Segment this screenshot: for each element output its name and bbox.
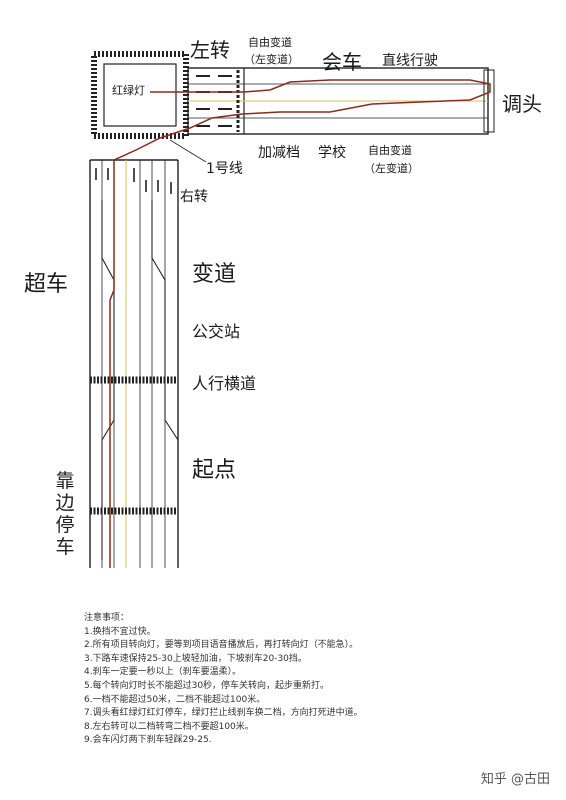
add-subtract-gear-label: 加减档 bbox=[258, 145, 300, 161]
note-item: 9.会车闪灯两下刹车轻踩29-25. bbox=[84, 735, 212, 746]
overtake-label: 超车 bbox=[24, 272, 69, 297]
bus-stop-label: 公交站 bbox=[192, 322, 241, 341]
traffic-light-label: 红绿灯 bbox=[112, 84, 145, 97]
note-item: 4.刹车一定要一秒以上（刹车要温柔）。 bbox=[84, 667, 242, 678]
traffic-light-block bbox=[91, 51, 189, 139]
notes-title: 注意事项： bbox=[84, 613, 130, 623]
note-item: 5.每个转向灯时长不能超过30秒，停车关转向，起步重新打。 bbox=[84, 680, 330, 691]
pull-over-label: 靠边停车 bbox=[55, 470, 75, 558]
u-turn-label: 调头 bbox=[502, 92, 542, 116]
note-item: 6.一档不能超过50米，二档不能超过100米。 bbox=[84, 694, 266, 705]
line-one-pointer bbox=[169, 139, 207, 163]
watermark: 知乎 @古田 bbox=[480, 772, 550, 787]
left-lane-bottom-label: （左变道） bbox=[364, 162, 419, 175]
free-lane-change-top-label: 自由变道 bbox=[248, 36, 292, 49]
start-point-label: 起点 bbox=[192, 458, 237, 483]
line-one-label: 1号线 bbox=[206, 161, 243, 177]
school-label: 学校 bbox=[318, 145, 346, 161]
lane-change-label: 变道 bbox=[192, 262, 237, 287]
note-item: 3.下路车速保持25-30上坡轻加油，下坡刹车20-30挡。 bbox=[84, 653, 307, 664]
route-line bbox=[109, 79, 491, 568]
free-lane-change-bottom-label: 自由变道 bbox=[368, 144, 412, 157]
left-turn-label: 左转 bbox=[190, 38, 230, 62]
note-item: 7.调头看红绿灯红灯停车，绿灯拦止线刹车换二档，方向打死进中道。 bbox=[84, 708, 363, 719]
left-lane-top-label: （左变道） bbox=[244, 53, 299, 66]
crosswalk-label: 人行横道 bbox=[192, 374, 257, 393]
note-item: 1.换挡不宜过快。 bbox=[84, 626, 156, 637]
note-item: 2.所有项目转向灯，要等到项目语音播放后，再打转向灯（不能急）。 bbox=[84, 640, 359, 651]
meeting-cars-label: 会车 bbox=[322, 50, 362, 74]
straight-driving-label: 直线行驶 bbox=[382, 53, 438, 69]
vertical-road bbox=[89, 159, 179, 568]
top-road bbox=[187, 67, 495, 135]
right-turn-label: 右转 bbox=[180, 189, 208, 205]
notes-section: 注意事项： 1.换挡不宜过快。 2.所有项目转向灯，要等到项目语音播放后，再打转… bbox=[84, 612, 504, 748]
note-item: 8.左右转可以二档转弯二档不要超100米。 bbox=[84, 721, 254, 732]
